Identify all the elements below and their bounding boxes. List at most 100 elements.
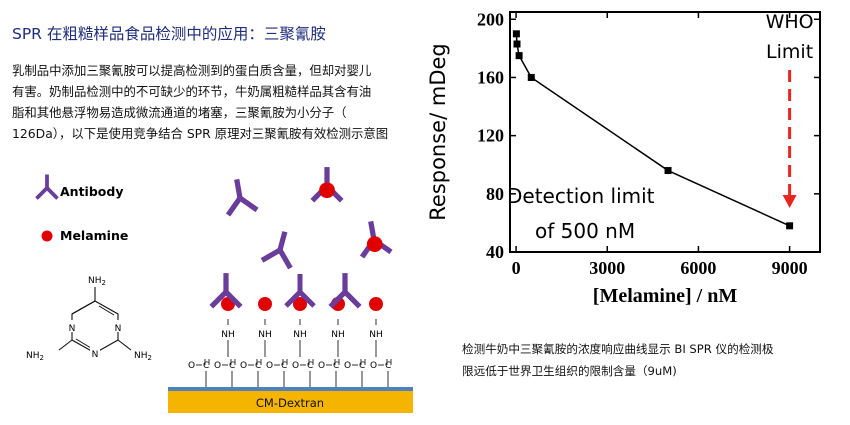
y-tick-label: 80 — [486, 184, 504, 204]
antibody-stem — [234, 178, 243, 199]
chain-atom: O — [344, 361, 351, 371]
y-tick-label: 160 — [477, 67, 504, 87]
who-limit-arrowhead — [782, 195, 797, 208]
nh-group: NH — [331, 330, 345, 340]
data-point — [664, 167, 672, 175]
detection-limit-annotation: of 500 nM — [535, 219, 635, 243]
y-tick-label: 40 — [486, 242, 504, 262]
nh-group: NH — [369, 330, 383, 340]
chain-atom: O — [188, 361, 195, 371]
triazine-ring — [71, 300, 119, 354]
x-axis-label: [Melamine] / nM — [593, 285, 738, 307]
chain-atom: O — [240, 361, 247, 371]
x-tick-label: 6000 — [680, 258, 716, 278]
immobilized-melamine — [293, 297, 307, 311]
antibody-arm — [238, 195, 259, 213]
ring-nitrogen: N — [69, 324, 76, 334]
chain-atom: C — [281, 361, 287, 371]
chain-atom: C — [255, 361, 261, 371]
paragraph-line: 有害。奶制品检测中的不可缺少的环节，牛奶属粗糙样品其含有油 — [12, 84, 372, 99]
cm-dextran-layer — [168, 391, 413, 413]
intro-paragraph: 乳制品中添加三聚氰胺可以提高检测到的蛋白质含量，但却对婴儿 有害。奶制品检测中的… — [12, 60, 432, 144]
antibody-arm — [284, 290, 302, 308]
chart-caption: 检测牛奶中三聚氰胺的浓度响应曲线显示 BI SPR 仪的检测极 限远低于世界卫生… — [462, 338, 847, 382]
paragraph-line: 乳制品中添加三聚氰胺可以提高检测到的蛋白质含量，但却对婴儿 — [12, 63, 372, 78]
chain-atom: C — [359, 361, 365, 371]
antibody — [260, 231, 293, 270]
chain-atom: O — [266, 361, 273, 371]
antibody-arm — [328, 290, 347, 309]
data-point — [515, 52, 523, 60]
amine-group-left: NH2 — [26, 351, 44, 362]
immobilized-melamine — [258, 297, 272, 311]
chain-atom: O — [292, 361, 299, 371]
chain-atom: C — [307, 361, 313, 371]
antibody-arm — [224, 290, 243, 309]
antibody-layer — [209, 167, 393, 309]
paragraph-line: 脂和其他悬浮物易造成微流通道的堵塞，三聚氰胺为小分子（ — [12, 105, 347, 120]
melamine-legend-icon — [41, 230, 53, 242]
nh-group: NH — [293, 330, 307, 340]
caption-line: 限远低于世界卫生组织的限制含量（9uM) — [462, 364, 677, 378]
page-title: SPR 在粗糙样品食品检测中的应用：三聚氰胺 — [12, 25, 326, 43]
nh-group: NH — [221, 330, 235, 340]
melamine-structure: N N N NH2 NH2 NH2 — [26, 276, 152, 362]
chain-atom: C — [229, 361, 235, 371]
antibody-arm — [45, 186, 59, 200]
amine-group-top: NH2 — [88, 276, 106, 287]
antibody — [35, 174, 59, 200]
antibody-arm — [225, 196, 243, 217]
legend-antibody-label: Antibody — [60, 184, 123, 199]
chain-atom: O — [214, 361, 221, 371]
data-point — [786, 222, 794, 230]
data-point — [513, 40, 521, 48]
immobilized-melamine — [369, 297, 383, 311]
antibody — [310, 167, 344, 203]
who-annotation: WHO — [766, 11, 814, 33]
x-tick-label: 0 — [512, 258, 521, 278]
antibody — [225, 178, 259, 217]
chain-atom: O — [318, 361, 325, 371]
gold-sensor-surface — [168, 387, 413, 391]
antibody-arm — [343, 290, 362, 309]
bound-melamine — [319, 182, 335, 199]
bound-melamine — [366, 236, 383, 253]
ring-nitrogen: N — [115, 324, 122, 334]
spr-diagram: Antibody Melamine N N N NH2 NH2 NH2 CM-D… — [26, 167, 413, 413]
chart-series — [512, 30, 794, 230]
chain-atom: O — [370, 361, 377, 371]
chain-atom: C — [333, 361, 339, 371]
antibody — [209, 273, 243, 309]
who-annotation: Limit — [766, 41, 813, 63]
legend: Antibody Melamine — [35, 174, 128, 243]
amine-group-right: NH2 — [134, 351, 152, 362]
y-axis-label: Response/ mDeg — [426, 43, 450, 221]
antibody-arm — [35, 186, 49, 200]
y-tick-label: 200 — [477, 9, 504, 29]
antibody-arm — [209, 290, 228, 309]
paragraph-line: 126Da），以下是使用竞争结合 SPR 原理对三聚氰胺有效检测示意图 — [12, 126, 389, 141]
antibody-arm — [298, 290, 316, 308]
plot-frame — [509, 11, 821, 253]
caption-line: 检测牛奶中三聚氰胺的浓度响应曲线显示 BI SPR 仪的检测极 — [462, 342, 774, 356]
chart-axes — [509, 11, 821, 253]
antibody-legend-icon — [35, 174, 59, 200]
antibody — [284, 274, 316, 308]
legend-melamine-label: Melamine — [60, 228, 128, 243]
antibody-arm — [277, 248, 293, 270]
chain-atom: C — [385, 361, 391, 371]
data-point — [512, 30, 520, 38]
ring-nitrogen: N — [92, 350, 99, 360]
antibody — [328, 273, 362, 309]
antibody-stem — [277, 231, 288, 251]
nh-group: NH — [258, 330, 272, 340]
data-point — [527, 73, 535, 81]
antibody — [359, 220, 393, 259]
y-tick-label: 120 — [477, 126, 504, 146]
detection-limit-annotation: Detection limit — [507, 184, 655, 208]
cm-dextran-label: CM-Dextran — [256, 396, 324, 410]
